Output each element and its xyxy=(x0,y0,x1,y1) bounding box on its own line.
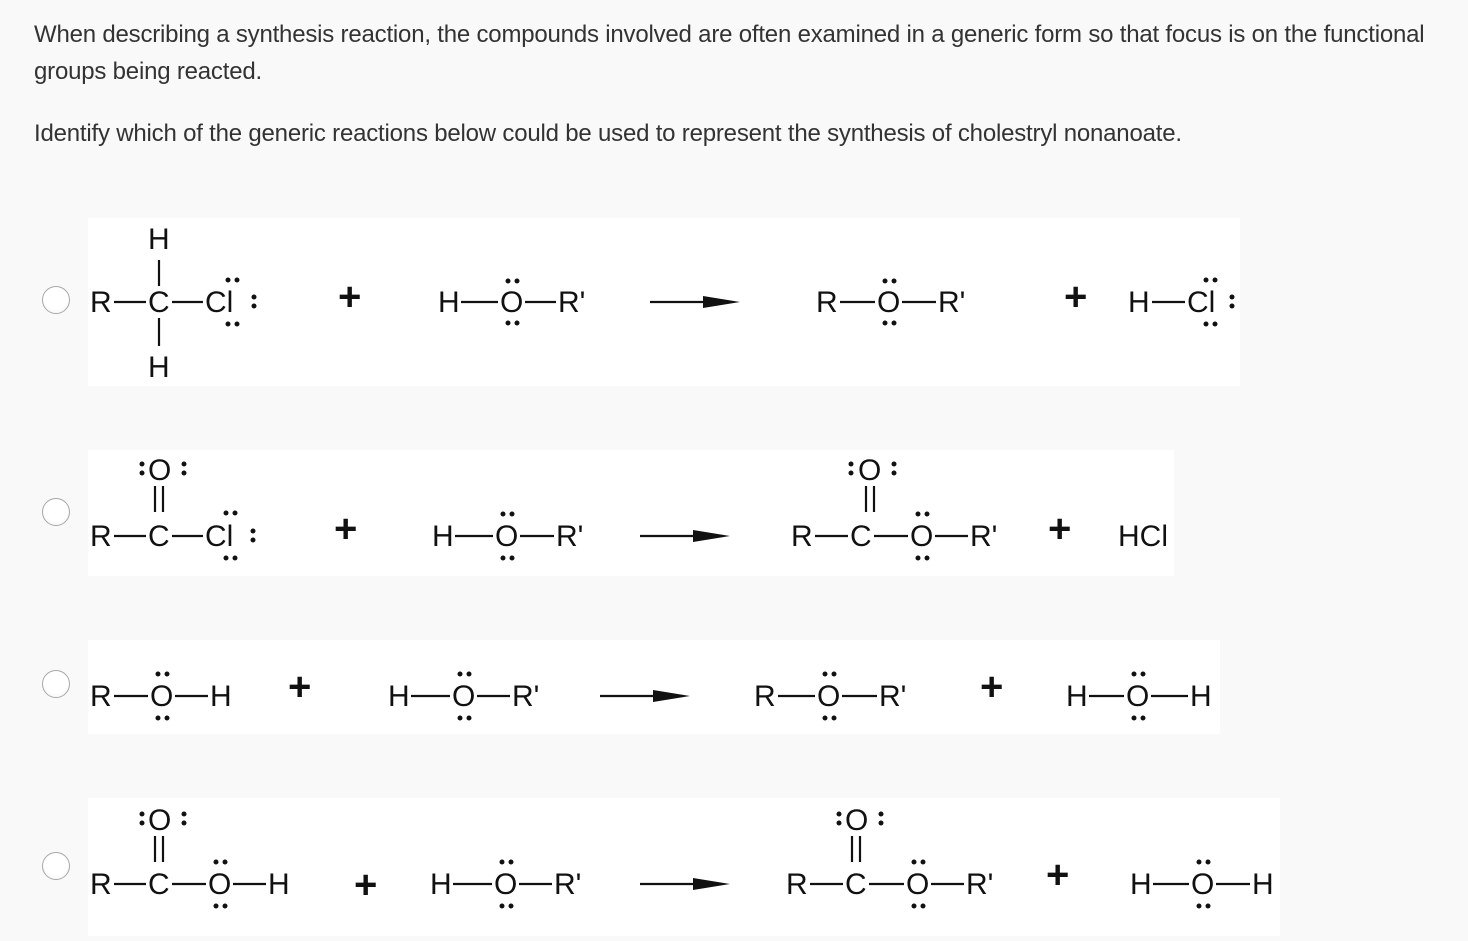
svg-text:O: O xyxy=(1191,868,1214,901)
svg-text:C: C xyxy=(850,520,872,553)
svg-text:Cl: Cl xyxy=(1187,286,1215,319)
svg-text:O: O xyxy=(452,680,475,713)
svg-text:O: O xyxy=(910,520,933,553)
reaction-diagram-esterification: R C O O H + H O R' R xyxy=(90,804,1274,909)
radio-button-option-1[interactable] xyxy=(42,286,70,314)
radio-button-option-3[interactable] xyxy=(42,670,70,698)
reaction-image-option-2: R C O Cl + H O R' R xyxy=(88,450,1174,576)
reaction-image-option-3: R O H + H O R' R O R xyxy=(88,640,1220,734)
svg-text:+: + xyxy=(338,275,361,319)
radio-button-option-4[interactable] xyxy=(42,852,70,880)
radio-button-option-2[interactable] xyxy=(42,498,70,526)
svg-text:O: O xyxy=(1126,680,1149,713)
svg-text:R': R' xyxy=(512,680,539,713)
svg-text:O: O xyxy=(858,454,881,487)
svg-text:R': R' xyxy=(554,868,581,901)
svg-text:C: C xyxy=(845,868,867,901)
svg-text:R': R' xyxy=(558,286,585,319)
svg-text:O: O xyxy=(494,868,517,901)
svg-text:O: O xyxy=(500,286,523,319)
svg-text:+: + xyxy=(288,665,311,709)
svg-text:C: C xyxy=(148,520,170,553)
svg-text:R': R' xyxy=(556,520,583,553)
question-prompt: When describing a synthesis reaction, th… xyxy=(34,16,1434,152)
svg-text:H: H xyxy=(268,868,290,901)
svg-text:O: O xyxy=(845,804,868,837)
svg-text:HCl: HCl xyxy=(1118,520,1168,553)
question-intro: When describing a synthesis reaction, th… xyxy=(34,21,1425,85)
svg-text:R: R xyxy=(816,286,838,319)
svg-text:O: O xyxy=(148,454,171,487)
question-instruction: Identify which of the generic reactions … xyxy=(34,120,1182,147)
svg-text:+: + xyxy=(980,665,1003,709)
svg-text:O: O xyxy=(906,868,929,901)
svg-text:H: H xyxy=(1128,286,1150,319)
reaction-image-option-1: R C H H Cl + H O R' R xyxy=(88,218,1240,386)
reaction-diagram-acyl-chloride-ester: R C O Cl + H O R' R xyxy=(90,454,1168,561)
svg-text:H: H xyxy=(210,680,232,713)
svg-text:O: O xyxy=(877,286,900,319)
svg-text:+: + xyxy=(1048,507,1071,551)
svg-text:R': R' xyxy=(938,286,965,319)
reaction-image-option-4: R C O O H + H O R' R xyxy=(88,798,1280,936)
svg-text:R': R' xyxy=(966,868,993,901)
svg-text:H: H xyxy=(1130,868,1152,901)
svg-text:O: O xyxy=(817,680,840,713)
svg-text:H: H xyxy=(430,868,452,901)
svg-text:R: R xyxy=(754,680,776,713)
svg-text:H: H xyxy=(432,520,454,553)
svg-text:H: H xyxy=(1252,868,1274,901)
svg-text:H: H xyxy=(148,351,170,384)
svg-text:C: C xyxy=(148,868,170,901)
svg-text:O: O xyxy=(148,804,171,837)
svg-text:Cl: Cl xyxy=(205,520,233,553)
svg-text:H: H xyxy=(438,286,460,319)
svg-text:R: R xyxy=(90,520,112,553)
svg-text:+: + xyxy=(1064,275,1087,319)
svg-text:R: R xyxy=(791,520,813,553)
svg-text:H: H xyxy=(1190,680,1212,713)
svg-text:Cl: Cl xyxy=(205,286,233,319)
svg-text:+: + xyxy=(1046,853,1069,897)
svg-text:R: R xyxy=(90,868,112,901)
reaction-diagram-alcohol-ether: R O H + H O R' R O R xyxy=(90,665,1212,721)
svg-text:O: O xyxy=(495,520,518,553)
svg-text:R: R xyxy=(90,680,112,713)
svg-text:O: O xyxy=(150,680,173,713)
svg-text:O: O xyxy=(208,868,231,901)
reaction-diagram-alkyl-chloride-ether: R C H H Cl + H O R' R xyxy=(90,223,1235,384)
svg-text:R': R' xyxy=(970,520,997,553)
svg-text:H: H xyxy=(148,223,170,256)
svg-text:R': R' xyxy=(879,680,906,713)
svg-text:H: H xyxy=(388,680,410,713)
svg-text:+: + xyxy=(354,863,377,907)
svg-text:H: H xyxy=(1066,680,1088,713)
svg-text:R: R xyxy=(786,868,808,901)
svg-text:R: R xyxy=(90,286,112,319)
svg-text:+: + xyxy=(334,507,357,551)
svg-text:C: C xyxy=(148,286,170,319)
